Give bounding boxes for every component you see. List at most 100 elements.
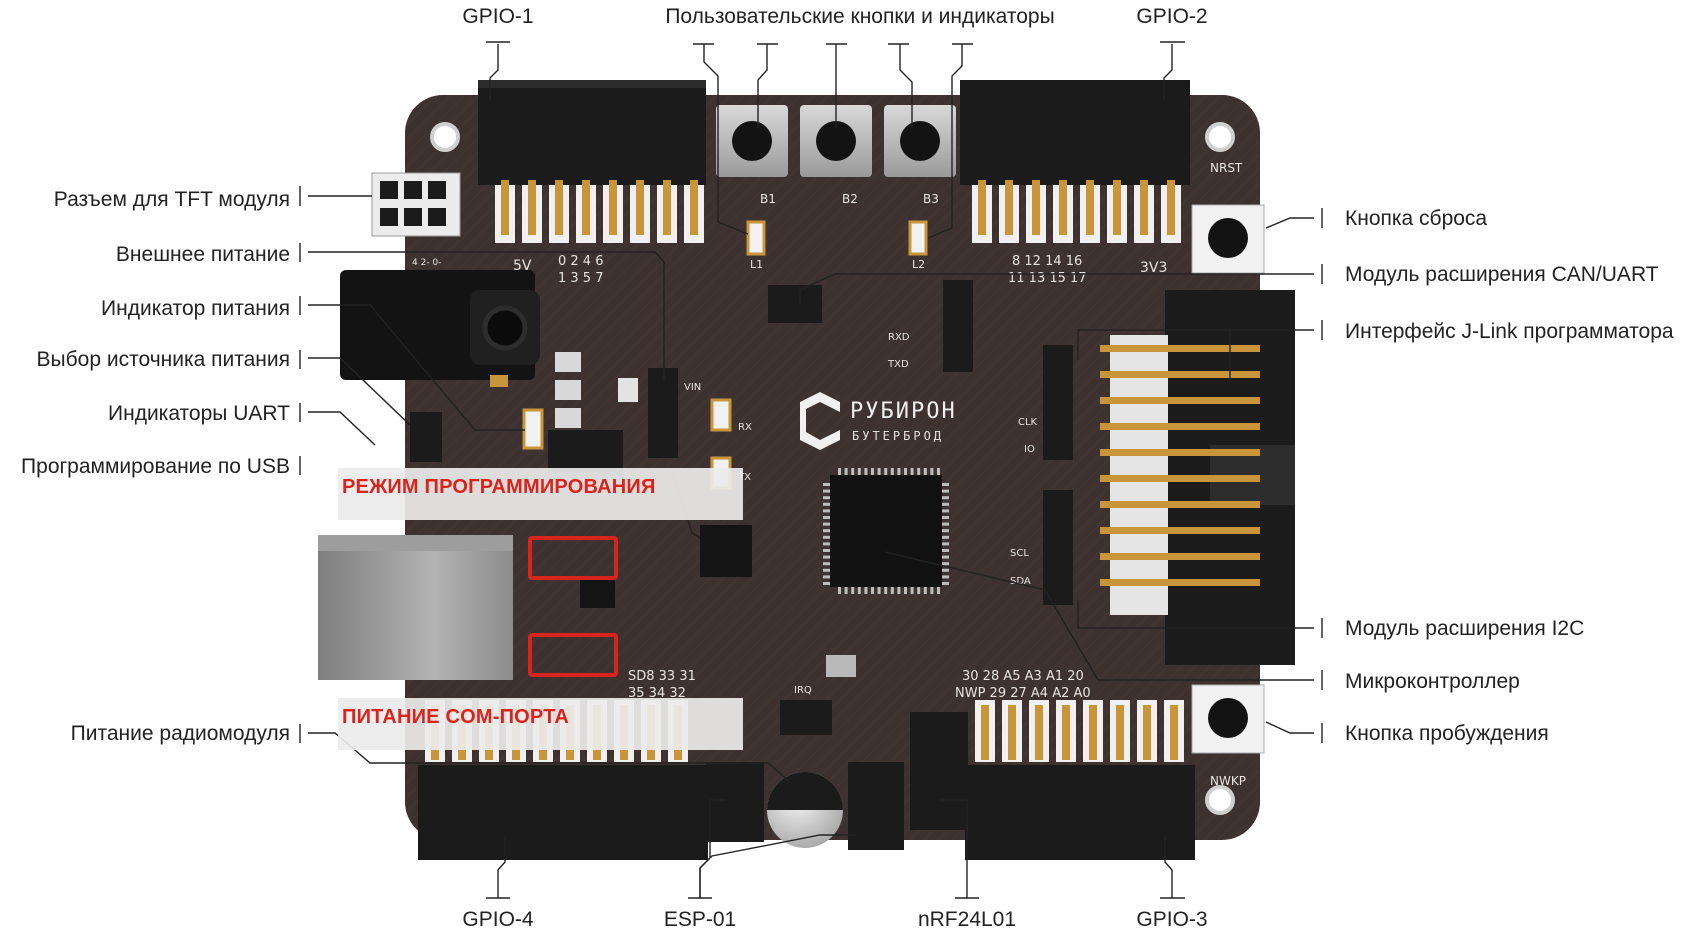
gpio2-bot-pins: 11 13 15 17: [1008, 271, 1087, 286]
gpio2-pin-gold: [1140, 180, 1148, 235]
gpio4-header: [418, 765, 708, 860]
mcu-pin: [923, 587, 927, 594]
rxd-text: RXD: [888, 332, 910, 343]
mcu-pin: [823, 502, 830, 506]
mcu-pin: [942, 502, 949, 506]
gpio1-pin-gold: [555, 180, 563, 235]
gpio3-pin-gold: [1008, 705, 1016, 760]
gpio4-top-pins: SD8 33 31: [628, 669, 696, 684]
gpio1-pin-gold: [663, 180, 671, 235]
jlink-pin: [1100, 371, 1260, 378]
gpio2-header: [960, 80, 1190, 185]
mcu-pin: [838, 468, 841, 475]
gpio1-pin-gold: [528, 180, 536, 235]
mcu-pin: [823, 549, 830, 552]
mcu-pin: [884, 587, 888, 594]
mcu-pin: [823, 516, 830, 519]
b1-text: B1: [760, 192, 776, 206]
gpio1-pin-gold: [501, 180, 509, 235]
mcu-pin: [930, 468, 934, 475]
mcu-pin: [823, 489, 830, 493]
mcu-pin: [937, 468, 940, 475]
rx-text: RX: [738, 422, 752, 433]
com-power-label: ПИТАНИЕ COM-ПОРТА: [342, 706, 569, 728]
jlink-pin: [1100, 475, 1260, 482]
gpio4-label: GPIO-4: [462, 908, 534, 931]
mcu-pin: [877, 468, 881, 475]
mcu-pin: [942, 522, 949, 526]
irq-text: IRQ: [794, 685, 812, 696]
mcu-pin: [942, 562, 949, 566]
mcu-pin: [823, 496, 830, 500]
power-select-label: Выбор источника питания: [36, 348, 290, 371]
jlink-connector: [1100, 290, 1295, 665]
mcu-pin: [942, 483, 949, 486]
reset-button-label: Кнопка сброса: [1345, 207, 1488, 230]
mcu-pin: [942, 542, 949, 546]
gpio2-pin-gold: [978, 180, 986, 235]
mcu-pin: [942, 516, 949, 519]
gpio1-pin-gold: [690, 180, 698, 235]
jlink-pin: [1100, 397, 1260, 404]
jlink-pin: [1100, 423, 1260, 430]
mcu-pin: [823, 555, 830, 559]
mcu-pin: [823, 509, 830, 513]
usb-connector: [318, 535, 513, 680]
mcu-pin: [897, 587, 901, 594]
nwkp-text: NWKP: [1210, 774, 1246, 788]
mcu-pin: [844, 587, 848, 594]
gpio3-pin-gold: [981, 705, 989, 760]
mcu-pin: [871, 468, 874, 475]
prog-mode-pill: [338, 468, 743, 520]
io-text: IO: [1024, 444, 1035, 455]
user-buttons-label: Пользовательские кнопки и индикаторы: [665, 5, 1055, 28]
wake-button-label: Кнопка пробуждения: [1345, 722, 1549, 745]
gpio3-pin-gold: [1143, 705, 1151, 760]
usb-prog-label: Программирование по USB: [21, 455, 290, 478]
gpio3-pin-gold: [1170, 705, 1178, 760]
prog-mode-label: РЕЖИМ ПРОГРАММИРОВАНИЯ: [342, 476, 656, 498]
gpio1-pin-gold: [636, 180, 644, 235]
mcu-pin: [823, 522, 830, 526]
gpio2-pin-gold: [1167, 180, 1175, 235]
gpio3-pin-gold: [1062, 705, 1070, 760]
tft-pin-text: 4 2- 0-: [412, 258, 441, 268]
pcb: [405, 95, 1260, 840]
l2-text: L2: [912, 258, 925, 271]
ext-power-label: Внешнее питание: [115, 243, 290, 266]
sda-text: SDA: [1010, 576, 1031, 587]
radio-power-label: Питание радиомодуля: [70, 722, 290, 745]
jlink-pin: [1100, 579, 1260, 586]
jlink-label: Интерфейс J-Link программатора: [1345, 320, 1674, 343]
b2-text: B2: [842, 192, 858, 206]
gpio2-top-pins: 8 12 14 16: [1012, 254, 1082, 269]
mcu-pin: [823, 529, 830, 533]
mcu-pin: [942, 489, 949, 493]
mcu-pin: [942, 549, 949, 552]
mcu-pin: [823, 575, 830, 579]
gpio3-label: GPIO-3: [1136, 908, 1208, 931]
reset-button: [1191, 204, 1265, 274]
gpio3-pin-gold: [1035, 705, 1043, 760]
gpio3-pin-gold: [1089, 705, 1097, 760]
mcu-pin: [857, 468, 861, 475]
mcu-pin: [823, 535, 830, 539]
mcu-pin: [904, 468, 907, 475]
com-power-pill: [338, 698, 743, 750]
gpio2-pin-gold: [1113, 180, 1121, 235]
mcu-pin: [857, 587, 861, 594]
can-uart-label: Модуль расширения CAN/UART: [1345, 263, 1659, 286]
gpio1-pin-gold: [609, 180, 617, 235]
v33-text: 3V3: [1140, 260, 1167, 276]
gpio1-header: [478, 80, 706, 185]
gpio1-pin-gold: [582, 180, 590, 235]
mcu-pin: [937, 587, 940, 594]
mcu-pin: [864, 587, 868, 594]
mcu-pin: [844, 468, 848, 475]
gpio2-pin-gold: [1086, 180, 1094, 235]
mcu-pin: [823, 542, 830, 546]
v5-text: 5V: [513, 258, 532, 274]
mcu-pin: [942, 555, 949, 559]
buzzer: [767, 772, 843, 848]
mcu-pin: [904, 587, 907, 594]
